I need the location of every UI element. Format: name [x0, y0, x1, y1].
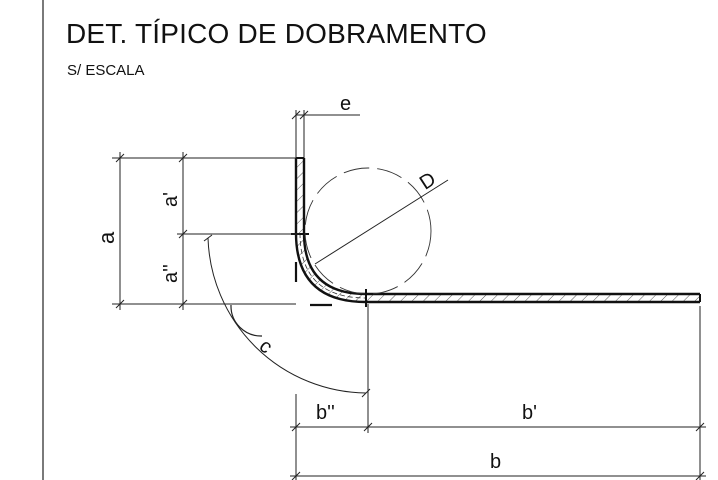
dimension-a-prime	[177, 152, 300, 310]
label-c: c	[255, 335, 277, 358]
label-D: D	[416, 168, 440, 194]
label-e: e	[340, 93, 351, 115]
angle-c-arc	[203, 234, 371, 398]
dimension-b	[290, 471, 706, 480]
dimension-a	[112, 152, 296, 310]
label-b: b	[490, 451, 501, 473]
extension-lines	[295, 304, 701, 480]
label-b-prime: b'	[522, 402, 537, 424]
corner-marks	[294, 262, 332, 307]
bent-bar	[291, 157, 701, 307]
label-a: a	[94, 231, 119, 244]
bend-diameter-circle	[304, 167, 432, 295]
drawing-title: DET. TÍPICO DE DOBRAMENTO	[66, 18, 487, 49]
label-b-double-prime: b''	[316, 402, 335, 424]
diameter-line	[314, 179, 449, 265]
label-a-double-prime: a''	[160, 264, 182, 283]
dimension-b-row	[290, 422, 706, 432]
dimension-e	[291, 110, 360, 158]
scale-note: S/ ESCALA	[67, 62, 145, 79]
label-a-prime: a'	[160, 192, 182, 207]
